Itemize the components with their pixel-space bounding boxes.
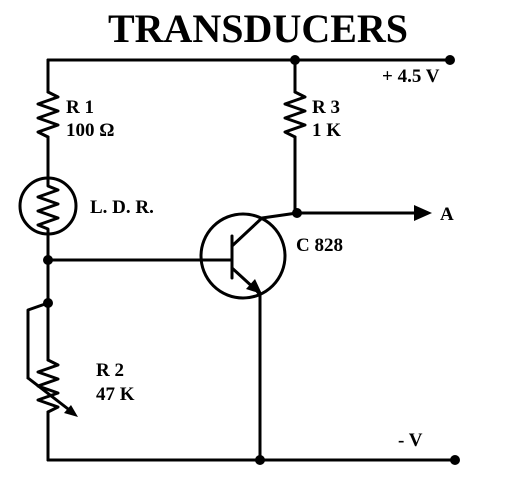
output-label: A xyxy=(440,204,454,225)
r1-name-label: R 1 xyxy=(66,97,94,118)
r2-value-label: 47 K xyxy=(96,384,135,405)
emitter-arrow-head xyxy=(246,279,262,294)
r2-arrow-head xyxy=(64,405,78,417)
ldr-resistor xyxy=(36,176,60,236)
r2-variable-arrow xyxy=(26,376,74,414)
output-arrow-head xyxy=(414,205,432,221)
transistor-collector xyxy=(230,211,299,248)
r3-name-label: R 3 xyxy=(312,97,340,118)
r2-wiper-link xyxy=(26,301,50,380)
r2-name-label: R 2 xyxy=(96,360,124,381)
ldr-label: L. D. R. xyxy=(90,197,154,218)
r3-value-label: 1 K xyxy=(312,120,341,141)
r3-resistor xyxy=(283,90,307,139)
negative-terminal xyxy=(450,455,460,465)
r2-resistor xyxy=(36,358,60,414)
transistor-body xyxy=(199,212,287,300)
diagram-title: TRANSDUCERS xyxy=(108,6,408,51)
positive-terminal xyxy=(445,55,455,65)
transistor-label: C 828 xyxy=(296,235,343,256)
negative-supply-label: - V xyxy=(398,430,423,451)
r1-value-label: 100 Ω xyxy=(66,120,114,141)
positive-supply-label: + 4.5 V xyxy=(382,66,440,87)
r1-resistor xyxy=(36,90,60,139)
